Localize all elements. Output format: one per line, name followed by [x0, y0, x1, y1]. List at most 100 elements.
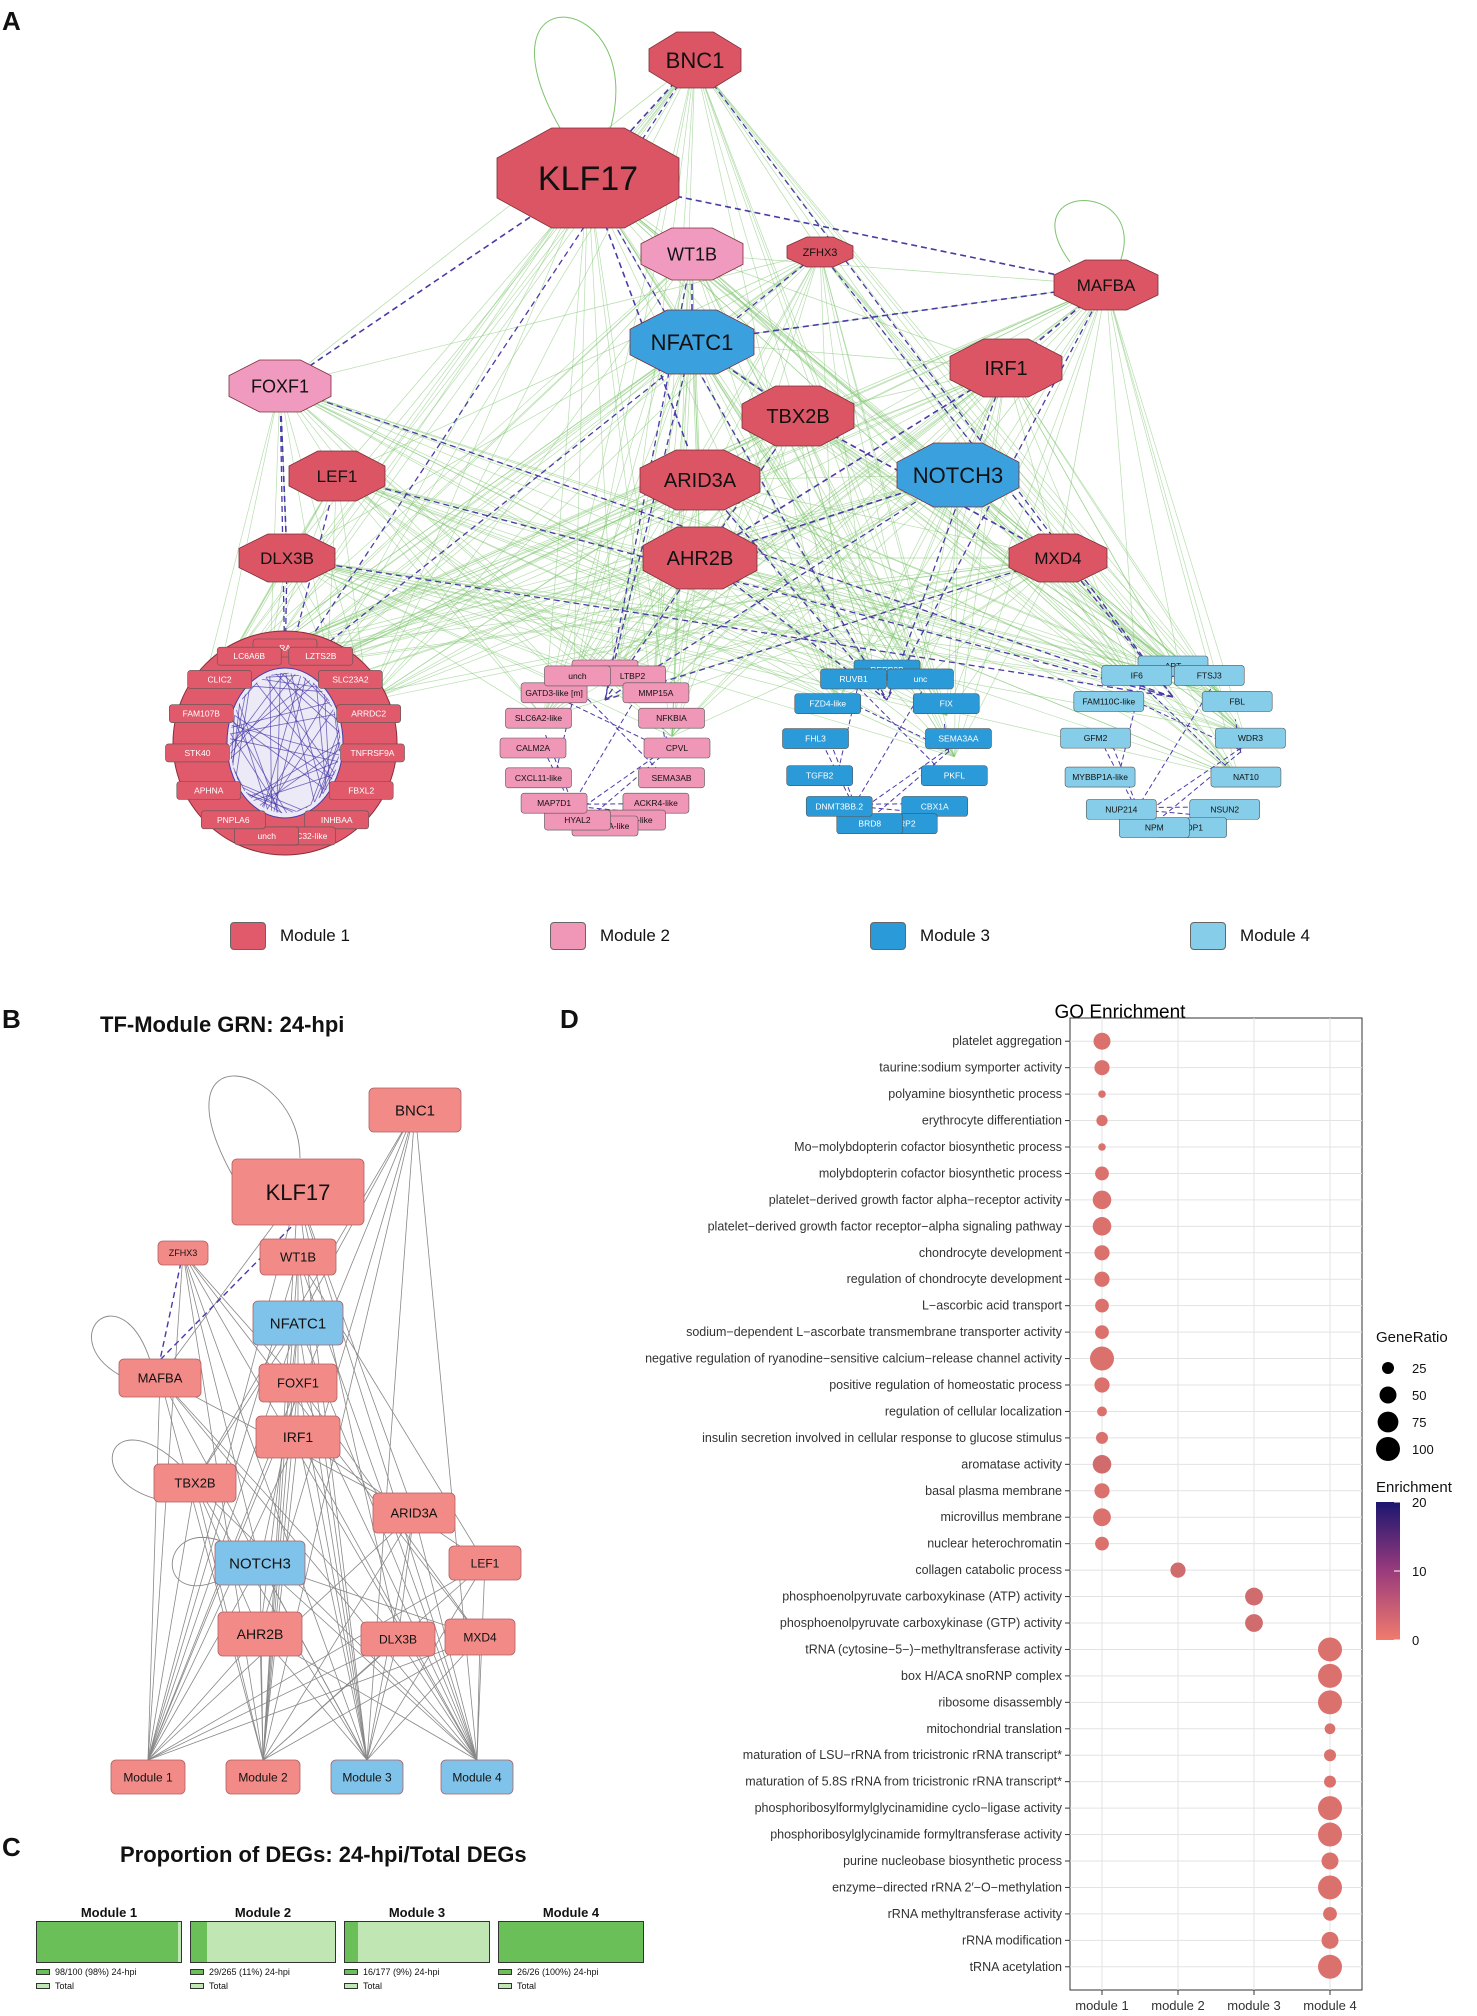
grn-node-ahr2b[interactable]: AHR2B — [217, 1611, 303, 1657]
gene-node[interactable]: NUP214 — [1085, 799, 1157, 820]
term-label: regulation of cellular localization — [885, 1404, 1062, 1418]
tf-node-mafba[interactable]: MAFBA — [1053, 259, 1159, 311]
grn-node-module-2[interactable]: Module 2 — [225, 1759, 301, 1795]
gene-node[interactable]: GFM2 — [1060, 727, 1131, 749]
gene-node[interactable]: LC6A6B — [216, 646, 282, 666]
gene-node[interactable]: HYAL2 — [544, 809, 611, 831]
grn-tf-edge — [397, 1512, 415, 1640]
gene-node[interactable]: FAM107B — [169, 704, 234, 723]
gene-node[interactable]: NSUN2 — [1189, 799, 1261, 820]
grn-node-wt1b[interactable]: WT1B — [259, 1238, 337, 1276]
grn-node-module-3[interactable]: Module 3 — [330, 1759, 404, 1795]
gene-node[interactable]: ARRDC2 — [336, 704, 401, 723]
tf-tf-edge — [279, 251, 821, 387]
tf-node-tbx2b[interactable]: TBX2B — [741, 385, 855, 447]
tf-node-wt1b[interactable]: WT1B — [640, 227, 744, 281]
gene-node[interactable]: NPM — [1119, 817, 1190, 838]
gene-node[interactable]: unch — [234, 826, 300, 846]
grn-node-dlx3b[interactable]: DLX3B — [360, 1621, 436, 1657]
tf-node-lef1[interactable]: LEF1 — [288, 450, 386, 502]
gene-node[interactable]: CXCL11-like — [505, 767, 572, 789]
gene-node[interactable]: APHNA — [176, 781, 242, 800]
gene-node[interactable]: CALM2A — [499, 737, 567, 759]
grn-node-arid3a[interactable]: ARID3A — [372, 1492, 456, 1534]
gene-node[interactable]: SEMA3AA — [925, 728, 992, 749]
module-3-proportion: Module 3 16/177 (9%) 24-hpi Total — [344, 1905, 490, 1991]
gene-node[interactable]: FTSJ3 — [1173, 665, 1245, 686]
gene-node[interactable]: PNPLA6 — [200, 810, 266, 830]
gene-node[interactable]: TNFRSF9A — [340, 743, 405, 763]
gene-label: DNMT3BB.2 — [815, 801, 863, 811]
gene-node[interactable]: FAM110C-like — [1073, 691, 1145, 712]
gene-node[interactable]: FIX — [912, 693, 980, 714]
gene-node[interactable]: unc — [887, 668, 954, 690]
grn-node-klf17[interactable]: KLF17 — [231, 1158, 365, 1226]
dashed-module-edge — [886, 367, 1007, 701]
gene-node[interactable]: FBL — [1201, 691, 1273, 712]
gene-node[interactable]: CPVL — [643, 737, 711, 759]
regulation-edge — [218, 474, 959, 678]
gene-node[interactable]: SEMA3AB — [638, 767, 705, 789]
grn-node-module-1[interactable]: Module 1 — [110, 1759, 186, 1795]
tf-node-nfatc1[interactable]: NFATC1 — [629, 309, 755, 375]
tf-label: LEF1 — [317, 467, 358, 486]
grn-node-irf1[interactable]: IRF1 — [255, 1415, 341, 1459]
tf-node-mxd4[interactable]: MXD4 — [1008, 533, 1108, 583]
grn-tf-edge — [182, 1252, 299, 1384]
grn-node-bnc1[interactable]: BNC1 — [368, 1087, 462, 1133]
gene-node[interactable]: MMP15A — [622, 682, 690, 704]
enrichment-dot — [1098, 1143, 1106, 1151]
gene-node[interactable]: PKFL — [921, 765, 988, 786]
gene-node[interactable]: SLC23A2 — [318, 670, 383, 689]
tf-node-zfhx3[interactable]: ZFHX3 — [786, 236, 854, 268]
tf-node-dlx3b[interactable]: DLX3B — [238, 533, 336, 583]
gene-node[interactable]: CBX1A — [901, 796, 969, 817]
gene-node[interactable]: WDR3 — [1215, 727, 1286, 749]
regulation-edge — [368, 557, 1059, 701]
grn-node-nfatc1[interactable]: NFATC1 — [252, 1300, 344, 1346]
gene-node[interactable]: NAT10 — [1210, 766, 1282, 788]
gene-node[interactable]: unch — [544, 665, 611, 687]
gene-node[interactable]: IF6 — [1101, 665, 1173, 686]
gene-node[interactable]: NFKBIA — [638, 707, 705, 729]
gene-node[interactable]: FZD4-like — [794, 693, 862, 714]
gene-node[interactable]: RUVB1 — [820, 668, 887, 690]
gene-node[interactable]: LZTS2B — [288, 646, 354, 666]
tf-label: NOTCH3 — [913, 463, 1003, 488]
grn-node-tbx2b[interactable]: TBX2B — [153, 1463, 237, 1503]
gene-node[interactable]: SLC6A2-like — [505, 707, 572, 729]
tf-node-klf17[interactable]: KLF17 — [496, 127, 680, 229]
gene-node[interactable]: STK40 — [165, 743, 230, 763]
grn-node-notch3[interactable]: NOTCH3 — [214, 1540, 306, 1586]
dashed-edge — [279, 385, 292, 559]
grn-node-mafba[interactable]: MAFBA — [118, 1358, 202, 1398]
gene-node[interactable]: FHL3 — [782, 728, 849, 749]
tf-node-irf1[interactable]: IRF1 — [949, 338, 1063, 398]
gene-label: FBL — [1229, 696, 1245, 706]
grn-node-lef1[interactable]: LEF1 — [448, 1545, 522, 1581]
tf-node-arid3a[interactable]: ARID3A — [639, 449, 761, 511]
gene-node[interactable]: MAP7D1 — [520, 792, 588, 814]
gene-node[interactable]: INHBAA — [304, 810, 370, 830]
grn-node-mxd4[interactable]: MXD4 — [444, 1618, 516, 1656]
regulation-edge — [1105, 284, 1223, 695]
gene-label: HYAL2 — [564, 815, 591, 825]
tf-node-notch3[interactable]: NOTCH3 — [896, 442, 1020, 508]
module-internal-edge — [858, 687, 945, 775]
gene-node[interactable]: MYBBP1A-like — [1064, 766, 1136, 788]
grn-node-module-4[interactable]: Module 4 — [440, 1759, 514, 1795]
term-label: L−ascorbic acid transport — [922, 1299, 1063, 1313]
gene-node[interactable]: TGFB2 — [786, 765, 853, 786]
tf-node-ahr2b[interactable]: AHR2B — [642, 526, 758, 590]
grn-node-zfhx3[interactable]: ZFHX3 — [157, 1240, 209, 1266]
module-4-fill — [499, 1922, 643, 1962]
regulation-edge — [699, 479, 1223, 696]
gene-node[interactable]: FBXL2 — [328, 781, 394, 800]
term-label: enzyme−directed rRNA 2′−O−methylation — [832, 1880, 1062, 1894]
gene-node[interactable]: DNMT3BB.2 — [805, 796, 873, 817]
gene-node[interactable]: CLIC2 — [187, 670, 252, 689]
tf-node-bnc1[interactable]: BNC1 — [648, 31, 742, 89]
tf-node-foxf1[interactable]: FOXF1 — [228, 359, 332, 413]
grn-node-foxf1[interactable]: FOXF1 — [258, 1363, 338, 1403]
gene-node[interactable]: BRD8 — [836, 813, 904, 835]
